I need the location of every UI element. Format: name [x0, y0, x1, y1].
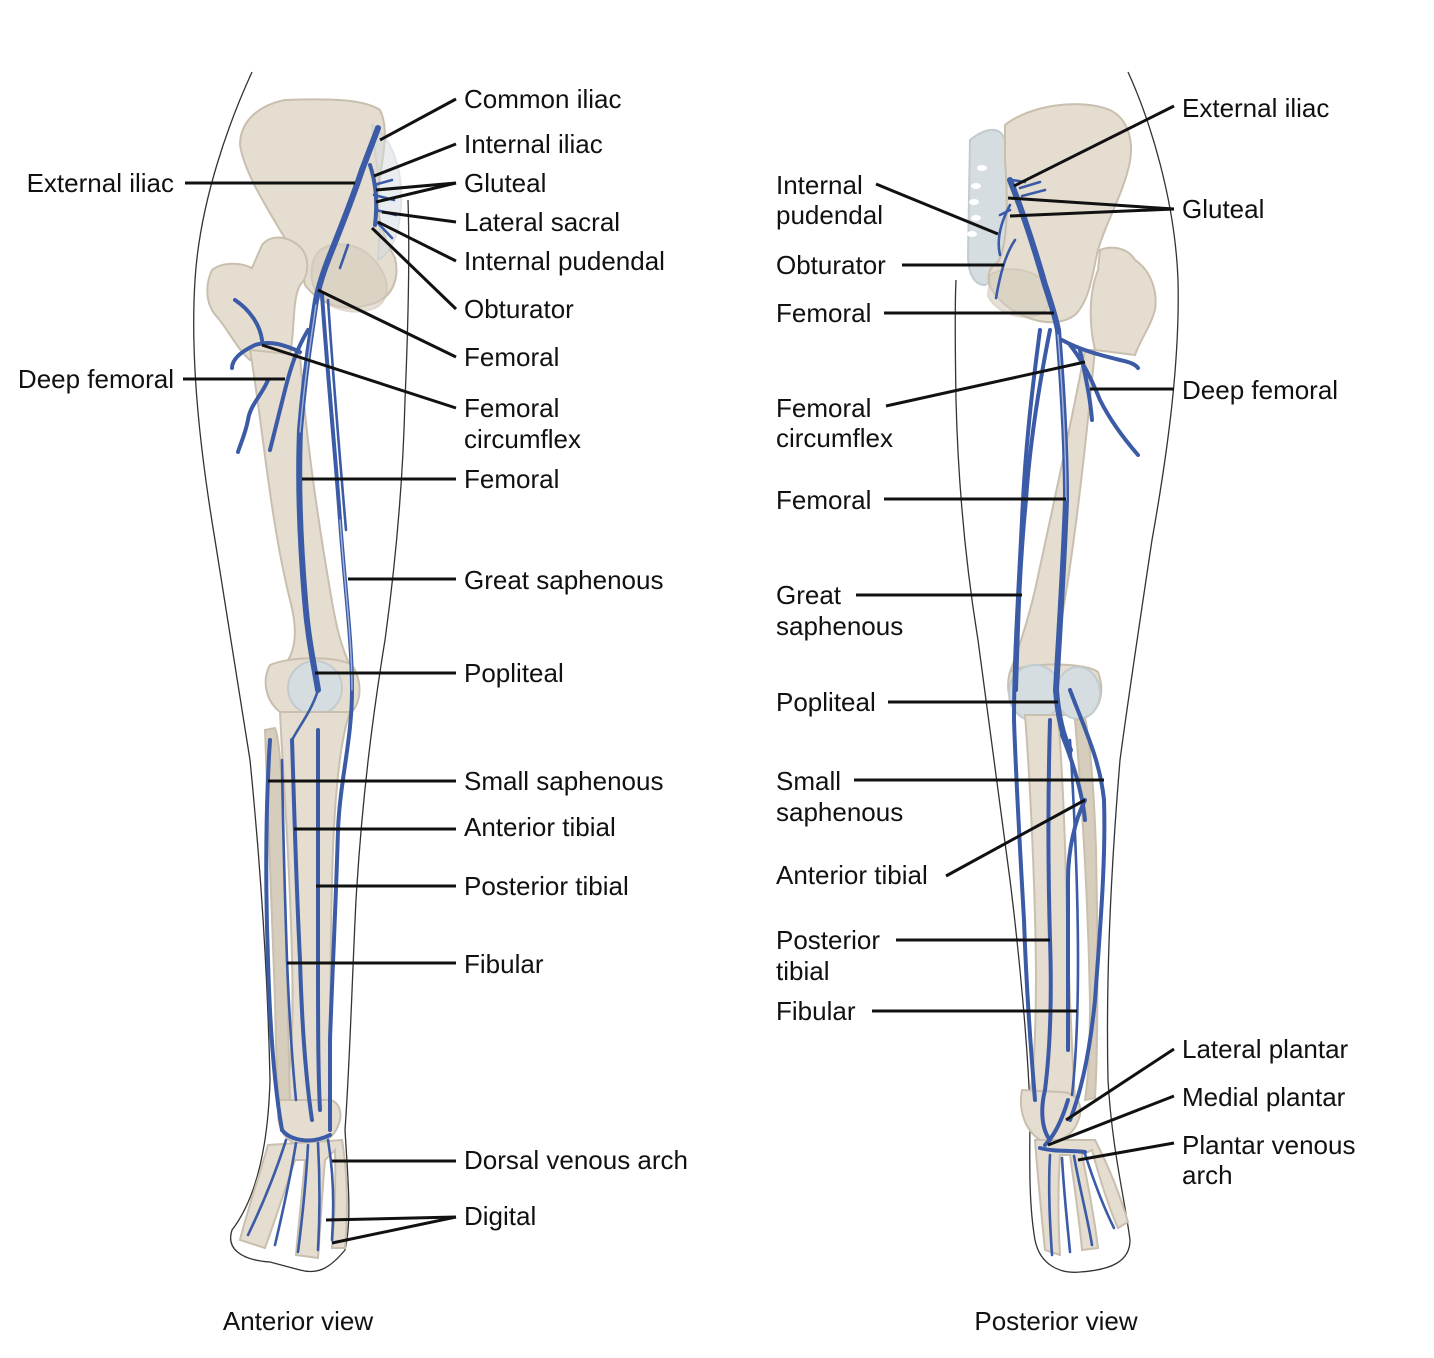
- posterior-external-iliac-vein: [1007, 177, 1061, 333]
- label-posterior-great-saphenous-line2: saphenous: [776, 611, 903, 641]
- label-posterior-internal-pudendal-line1: Internal: [776, 170, 863, 200]
- posterior-internal-pudendal-vein: [997, 203, 1012, 257]
- posterior-plantar-veins: [1038, 1088, 1087, 1154]
- label-posterior-plantar-venous-arch-line2: arch: [1182, 1160, 1233, 1190]
- label-anterior-posterior-tibial: Posterior tibial: [464, 871, 629, 901]
- label-anterior-internal-iliac: Internal iliac: [464, 129, 603, 159]
- anterior-great-saphenous-vein: [320, 293, 355, 1132]
- anterior-posterior-tibial-vein: [316, 728, 322, 1112]
- label-posterior-posterior-tibial-line1: Posterior: [776, 925, 880, 955]
- label-posterior-fibular: Fibular: [776, 996, 856, 1026]
- anterior-femur-head: [206, 236, 309, 362]
- label-posterior-small-saphenous-line2: saphenous: [776, 797, 903, 827]
- label-posterior-plantar-venous-arch-line1: Plantar venous: [1182, 1130, 1355, 1160]
- label-anterior-gluteal: Gluteal: [464, 168, 546, 198]
- posterior-view: [954, 71, 1179, 1273]
- label-posterior-femoral-circumflex-line2: circumflex: [776, 423, 893, 453]
- posterior-sacral-foramina: [967, 165, 987, 237]
- label-anterior-external-iliac: External iliac: [27, 168, 174, 198]
- label-anterior-popliteal: Popliteal: [464, 658, 564, 688]
- label-anterior-great-saphenous: Great saphenous: [464, 565, 663, 595]
- posterior-vein-highlight: [1057, 334, 1067, 501]
- label-posterior-medial-plantar: Medial plantar: [1182, 1082, 1346, 1112]
- anterior-deep-femoral-vein: [268, 328, 310, 452]
- caption-anterior-view: Anterior view: [223, 1306, 373, 1336]
- anterior-anterior-tibial-vein: [290, 738, 314, 1122]
- label-posterior-femoral-lower: Femoral: [776, 485, 871, 515]
- anterior-external-iliac-vein: [313, 167, 365, 303]
- label-posterior-femoral-upper: Femoral: [776, 298, 871, 328]
- posterior-small-saphenous-vein: [1068, 688, 1107, 1122]
- posterior-labels: External iliac Internal pudendal Gluteal…: [776, 93, 1355, 1336]
- anterior-obturator-branch: [338, 243, 350, 270]
- label-posterior-gluteal: Gluteal: [1182, 194, 1264, 224]
- label-anterior-femoral-upper: Femoral: [464, 342, 559, 372]
- label-anterior-digital: Digital: [464, 1201, 536, 1231]
- label-anterior-internal-pudendal: Internal pudendal: [464, 246, 665, 276]
- label-anterior-common-iliac: Common iliac: [464, 84, 622, 114]
- posterior-gluteal-branches: [998, 178, 1047, 217]
- posterior-femoral-circumflex-vein: [1060, 338, 1140, 422]
- anterior-great-saphenous-vein-parallel: [326, 298, 348, 532]
- label-posterior-great-saphenous-line1: Great: [776, 580, 842, 610]
- label-anterior-femoral-circumflex-line2: circumflex: [464, 424, 581, 454]
- posterior-great-saphenous-vein: [1011, 328, 1042, 1102]
- label-posterior-anterior-tibial: Anterior tibial: [776, 860, 928, 890]
- posterior-femur-head: [1089, 246, 1157, 357]
- anterior-dorsal-venous-arch: [280, 1128, 332, 1143]
- anterior-digital-veins: [246, 1138, 335, 1254]
- anterior-leader-lines: [183, 97, 458, 1245]
- posterior-plantar-digital-veins: [1047, 1152, 1116, 1257]
- label-posterior-small-saphenous-line1: Small: [776, 766, 841, 796]
- posterior-leader-lines: [854, 104, 1175, 1162]
- label-anterior-dorsal-venous-arch: Dorsal venous arch: [464, 1145, 688, 1175]
- label-posterior-lateral-plantar: Lateral plantar: [1182, 1034, 1349, 1064]
- anterior-popliteal-vein: [290, 688, 320, 742]
- label-anterior-anterior-tibial: Anterior tibial: [464, 812, 616, 842]
- label-posterior-internal-pudendal-line2: pudendal: [776, 200, 883, 230]
- label-anterior-lateral-sacral: Lateral sacral: [464, 207, 620, 237]
- anterior-veins: [230, 125, 398, 1254]
- anterior-common-iliac-vein: [359, 125, 381, 173]
- label-anterior-femoral-circumflex-line1: Femoral: [464, 393, 559, 423]
- label-posterior-femoral-circumflex-line1: Femoral: [776, 393, 871, 423]
- label-anterior-obturator: Obturator: [464, 294, 574, 324]
- label-posterior-popliteal: Popliteal: [776, 687, 876, 717]
- label-anterior-deep-femoral: Deep femoral: [18, 364, 174, 394]
- label-posterior-posterior-tibial-line2: tibial: [776, 956, 829, 986]
- label-posterior-external-iliac: External iliac: [1182, 93, 1329, 123]
- label-posterior-deep-femoral: Deep femoral: [1182, 375, 1338, 405]
- label-posterior-obturator: Obturator: [776, 250, 886, 280]
- posterior-skin-outline: [954, 71, 1179, 1273]
- anterior-small-saphenous-vein: [264, 738, 284, 1132]
- caption-posterior-view: Posterior view: [974, 1306, 1137, 1336]
- anterior-fibular-vein: [280, 758, 298, 1102]
- label-anterior-femoral-lower: Femoral: [464, 464, 559, 494]
- label-anterior-small-saphenous: Small saphenous: [464, 766, 663, 796]
- posterior-fibula: [1073, 716, 1099, 1102]
- anterior-labels: Common iliac Internal iliac External ili…: [18, 84, 688, 1336]
- anterior-femoral-circumflex-vein: [230, 298, 302, 454]
- anterior-skin-outline: [193, 71, 410, 1273]
- label-anterior-fibular: Fibular: [464, 949, 544, 979]
